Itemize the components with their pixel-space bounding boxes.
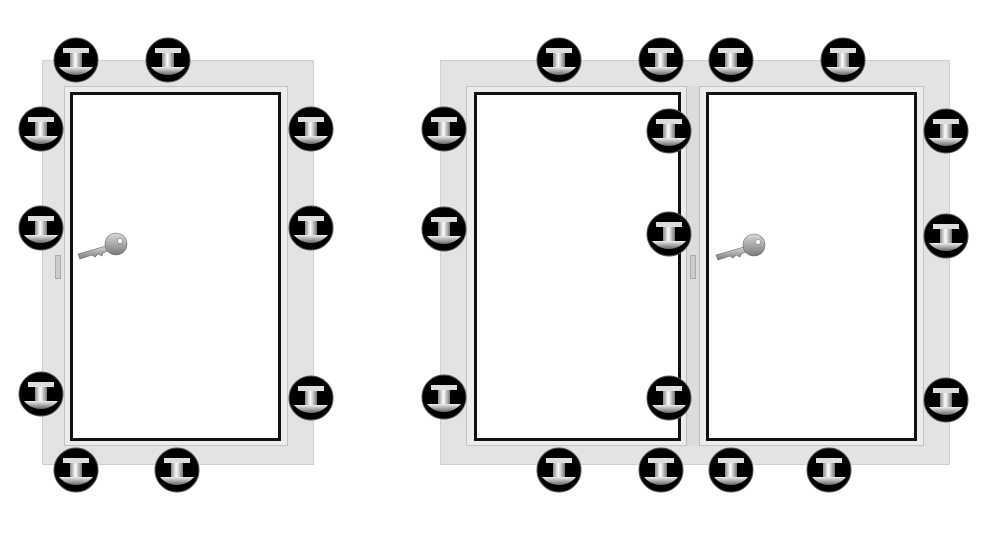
window-handle[interactable]: [55, 255, 61, 279]
glass-pane-right: [706, 92, 917, 441]
locking-point-icon: [638, 447, 684, 493]
locking-point-icon: [708, 447, 754, 493]
locking-point-icon: [820, 37, 866, 83]
locking-point-icon: [18, 106, 64, 152]
locking-point-icon: [646, 375, 692, 421]
locking-point-icon: [18, 371, 64, 417]
locking-point-icon: [421, 374, 467, 420]
locking-point-icon: [421, 206, 467, 252]
locking-point-icon: [288, 205, 334, 251]
locking-point-icon: [288, 106, 334, 152]
locking-point-icon: [154, 447, 200, 493]
locking-point-icon: [806, 447, 852, 493]
key-icon: [715, 233, 766, 261]
locking-point-icon: [638, 37, 684, 83]
locking-point-icon: [145, 37, 191, 83]
locking-point-icon: [288, 375, 334, 421]
window-handle[interactable]: [690, 255, 696, 279]
locking-point-icon: [923, 377, 969, 423]
locking-point-icon: [53, 37, 99, 83]
locking-point-icon: [53, 447, 99, 493]
glass-pane-left: [474, 92, 681, 441]
locking-point-icon: [923, 108, 969, 154]
locking-point-icon: [646, 211, 692, 257]
glass-pane: [70, 92, 281, 441]
locking-point-icon: [536, 37, 582, 83]
locking-point-icon: [708, 37, 754, 83]
locking-point-icon: [923, 213, 969, 259]
locking-point-icon: [421, 106, 467, 152]
locking-point-icon: [646, 108, 692, 154]
locking-point-icon: [536, 447, 582, 493]
key-icon: [77, 232, 128, 260]
locking-point-icon: [18, 205, 64, 251]
